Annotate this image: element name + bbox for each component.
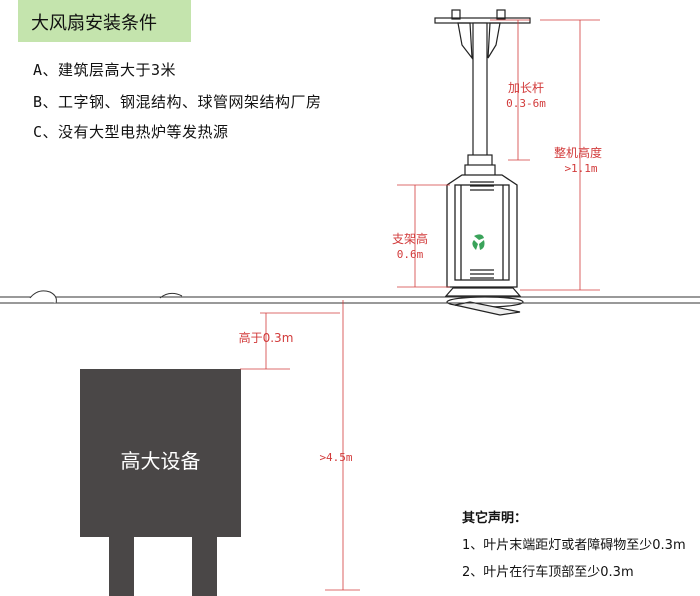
overall-height-label: 整机高度 bbox=[553, 146, 602, 160]
condition-c: C、没有大型电热炉等发热源 bbox=[33, 123, 229, 141]
extension-rod-label: 加长杆 bbox=[507, 81, 544, 95]
equipment-label: 高大设备 bbox=[120, 449, 201, 473]
fan-hub bbox=[444, 287, 524, 316]
ceiling-mount bbox=[434, 9, 531, 60]
notes: 其它声明： 1、叶片末端距灯或者障碍物至少0.3m 2、叶片在行车顶部至少0.3… bbox=[462, 507, 686, 588]
note-item-2: 2、叶片在行车顶部至少0.3m bbox=[462, 565, 634, 580]
notes-heading: 其它声明： bbox=[462, 511, 528, 526]
ceiling-line bbox=[0, 290, 700, 304]
brand-logo-icon bbox=[472, 234, 485, 250]
condition-a: A、建筑层高大于3米 bbox=[33, 61, 177, 79]
dimension-lines bbox=[240, 19, 600, 591]
min-height-label: >4.5m bbox=[319, 451, 353, 464]
extension-rod-value: 0.3-6m bbox=[506, 97, 546, 110]
motor-housing bbox=[446, 174, 518, 288]
condition-b: B、工字钢、钢混结构、球管网架结构厂房 bbox=[33, 93, 322, 111]
page-title: 大风扇安装条件 bbox=[31, 13, 157, 34]
bracket-height-value: 0.6m bbox=[396, 248, 424, 261]
title-box: 大风扇安装条件 bbox=[18, 0, 191, 42]
tall-equipment bbox=[80, 369, 241, 596]
clearance-label: 高于0.3m bbox=[238, 331, 294, 345]
extension-rod bbox=[464, 22, 496, 178]
bracket-height-label: 支架高 bbox=[391, 232, 428, 246]
overall-height-value: >1.1m bbox=[564, 162, 598, 175]
note-item-1: 1、叶片末端距灯或者障碍物至少0.3m bbox=[462, 538, 686, 553]
